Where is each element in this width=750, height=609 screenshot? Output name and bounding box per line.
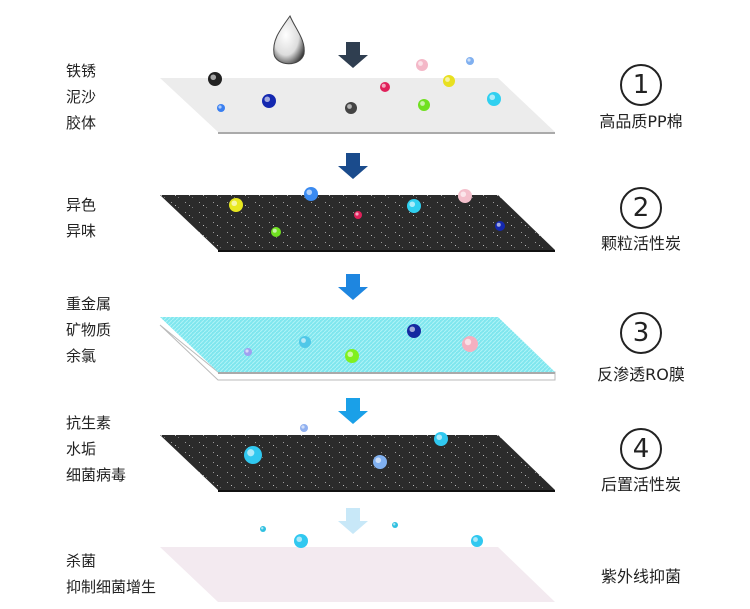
stage-name: 后置活性炭 — [600, 475, 681, 494]
particle-highlight — [464, 338, 472, 346]
particle-highlight — [218, 105, 222, 109]
contaminant: 细菌病毒 — [66, 466, 127, 484]
layer-edge — [218, 250, 555, 252]
contaminant: 余氯 — [66, 347, 97, 365]
uv-layer — [160, 547, 555, 602]
stage-number: 4 — [620, 428, 662, 470]
contaminant: 矿物质 — [66, 321, 112, 339]
particle-highlight — [261, 527, 264, 530]
contaminant: 抗生素 — [66, 414, 112, 432]
stage-number: 1 — [620, 64, 662, 106]
particle-highlight — [381, 83, 386, 88]
stage-name: 颗粒活性炭 — [600, 234, 681, 253]
stage-number: 3 — [620, 312, 662, 354]
particle-highlight — [420, 101, 425, 106]
particle-highlight — [247, 449, 255, 457]
layer-edge — [218, 372, 555, 374]
down-arrow-icon — [338, 42, 368, 68]
contaminant: 泥沙 — [66, 88, 97, 106]
contaminant: 水垢 — [66, 440, 97, 458]
particle-highlight — [445, 77, 450, 82]
membrane-base — [159, 324, 556, 381]
stage-name: 紫外线抑菌 — [600, 567, 681, 586]
contaminant: 杀菌 — [66, 552, 97, 570]
stage-number: 2 — [620, 187, 662, 229]
water-drop-icon — [273, 14, 305, 65]
particle-highlight — [272, 228, 277, 233]
contaminant: 抑制细菌增生 — [66, 578, 157, 596]
particle-highlight — [460, 191, 467, 198]
contaminant: 铁锈 — [66, 62, 97, 80]
particle-highlight — [489, 94, 496, 101]
ro-membrane-layer — [160, 317, 555, 372]
particle-highlight — [301, 338, 306, 343]
stage-name: 反渗透RO膜 — [597, 365, 685, 384]
contaminant-list: 铁锈泥沙胶体 — [66, 58, 96, 136]
particle-highlight — [473, 537, 478, 542]
particle-highlight — [355, 212, 359, 216]
particle-highlight — [496, 222, 501, 227]
granular-carbon-layer — [160, 195, 555, 250]
contaminant-list: 抗生素水垢细菌病毒 — [66, 410, 126, 488]
pp-cotton-layer — [160, 78, 555, 132]
particle-highlight — [306, 189, 313, 196]
contaminant-list: 重金属矿物质余氯 — [66, 291, 111, 369]
particle-highlight — [301, 425, 305, 429]
contaminant-list: 杀菌抑制细菌增生 — [66, 548, 156, 600]
particle-highlight — [210, 74, 217, 81]
down-arrow-icon — [338, 398, 368, 424]
particle-highlight — [264, 96, 271, 103]
stage-name: 高品质PP棉 — [599, 112, 683, 131]
contaminant: 异味 — [66, 222, 97, 240]
particle-highlight — [409, 326, 416, 333]
down-arrow-icon — [338, 274, 368, 300]
contaminant: 异色 — [66, 196, 97, 214]
particle-highlight — [375, 457, 382, 464]
particle-highlight — [418, 61, 423, 66]
layer-edge — [218, 490, 555, 492]
contaminant: 胶体 — [66, 114, 97, 132]
particle-highlight — [245, 349, 249, 353]
particle-highlight — [231, 200, 238, 207]
contaminant: 重金属 — [66, 295, 112, 313]
down-arrow-icon — [338, 153, 368, 179]
particle-highlight — [347, 104, 352, 109]
layer-edge — [218, 132, 555, 134]
particle-highlight — [393, 523, 396, 526]
particle-highlight — [409, 201, 416, 208]
contaminant-list: 异色异味 — [66, 192, 96, 244]
post-carbon-layer — [160, 435, 555, 490]
particle-highlight — [296, 536, 303, 543]
particle-highlight — [436, 434, 443, 441]
down-arrow-icon — [338, 508, 368, 534]
particle-highlight — [467, 58, 471, 62]
particle-highlight — [347, 351, 354, 358]
